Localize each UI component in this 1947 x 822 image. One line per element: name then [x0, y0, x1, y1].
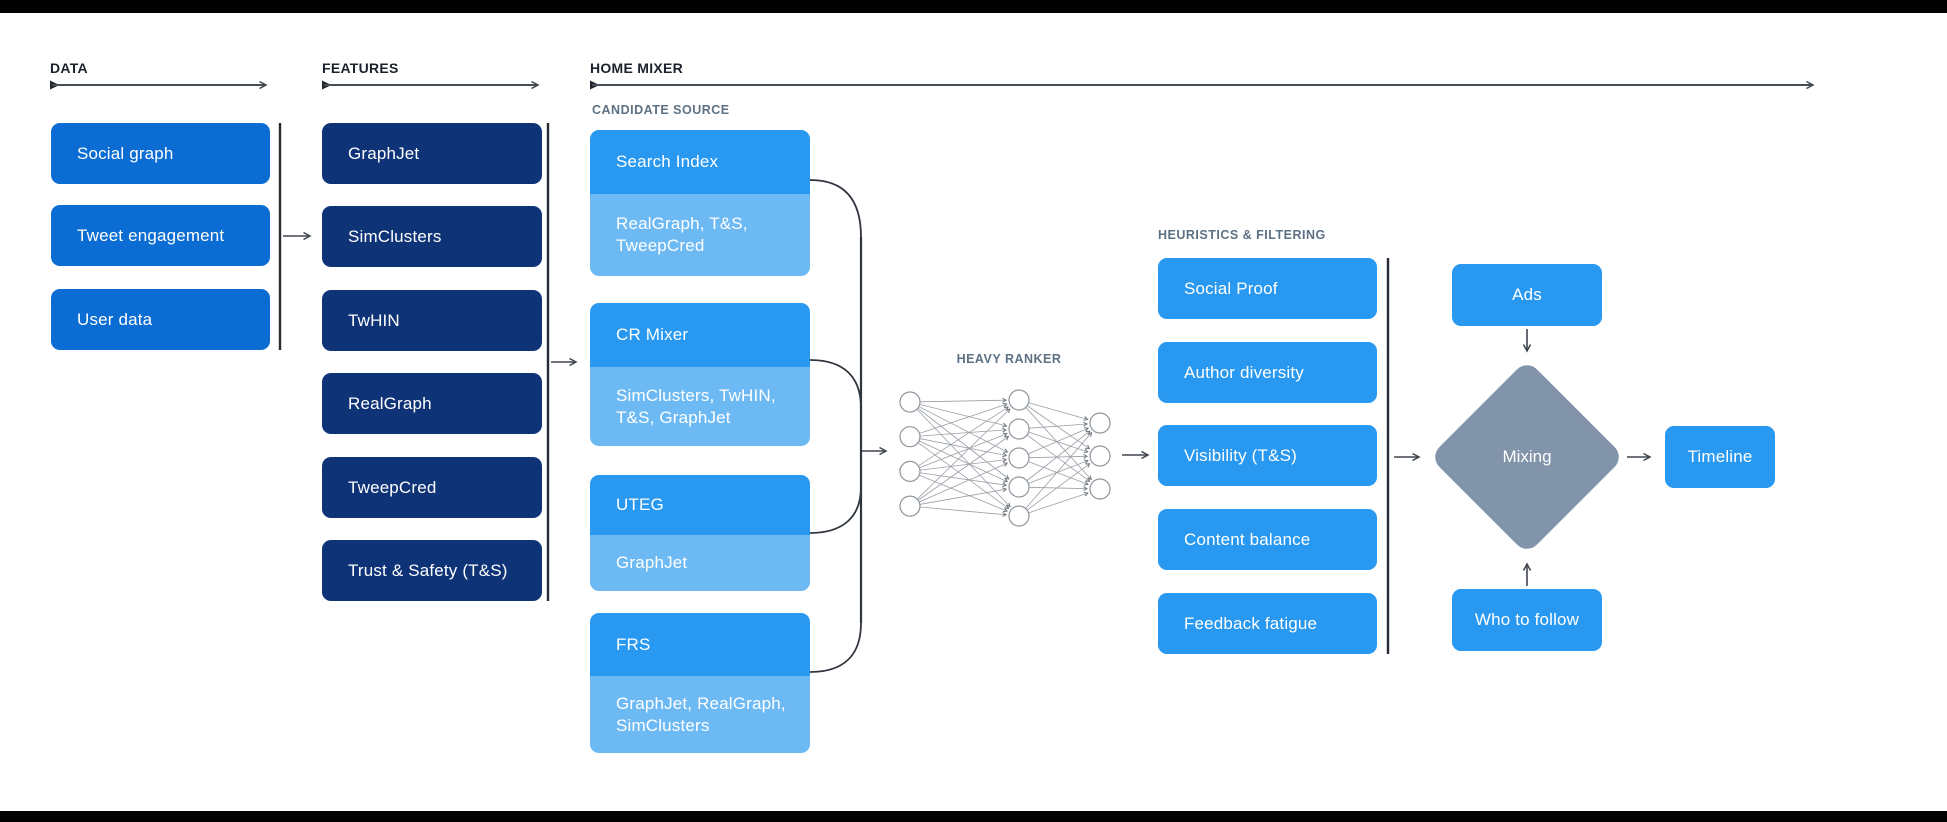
candidate-group-search-index: Search Index RealGraph, T&S, TweepCred [590, 130, 810, 276]
network-node [899, 460, 921, 482]
network-node [1008, 447, 1030, 469]
candidate-merge-connectors [809, 179, 863, 673]
box-timeline: Timeline [1665, 426, 1775, 488]
network-node [899, 391, 921, 413]
box-visibility: Visibility (T&S) [1158, 425, 1377, 486]
candidate-sources-search-index: RealGraph, T&S, TweepCred [590, 194, 810, 276]
box-trust-safety: Trust & Safety (T&S) [322, 540, 542, 601]
candidate-sources-uteg: GraphJet [590, 535, 810, 591]
label-candidate-source: CANDIDATE SOURCE [592, 103, 730, 117]
heavy-ranker-network [899, 389, 1111, 527]
label-heavy-ranker: HEAVY RANKER [956, 352, 1062, 366]
candidate-name-cr-mixer: CR Mixer [590, 303, 810, 367]
box-ads: Ads [1452, 264, 1602, 326]
candidate-group-frs: FRS GraphJet, RealGraph, SimClusters [590, 613, 810, 753]
network-node [899, 426, 921, 448]
box-content-balance: Content balance [1158, 509, 1377, 570]
box-realgraph: RealGraph [322, 373, 542, 434]
network-node [1008, 389, 1030, 411]
top-letterbox-bar [0, 0, 1947, 13]
box-author-diversity: Author diversity [1158, 342, 1377, 403]
section-label-home-mixer: HOME MIXER [590, 60, 684, 76]
box-tweepcred: TweepCred [322, 457, 542, 518]
candidate-sources-cr-mixer: SimClusters, TwHIN, T&S, GraphJet [590, 367, 810, 446]
candidate-group-cr-mixer: CR Mixer SimClusters, TwHIN, T&S, GraphJ… [590, 303, 810, 446]
network-node [899, 495, 921, 517]
section-label-features: FEATURES [322, 60, 399, 76]
box-feedback-fatigue: Feedback fatigue [1158, 593, 1377, 654]
box-twhin: TwHIN [322, 290, 542, 351]
network-node [1008, 418, 1030, 440]
candidate-sources-frs: GraphJet, RealGraph, SimClusters [590, 676, 810, 753]
box-social-graph: Social graph [51, 123, 270, 184]
candidate-name-frs: FRS [590, 613, 810, 676]
header-arrow-features [322, 80, 540, 90]
section-label-data: DATA [50, 60, 88, 76]
network-node [1089, 445, 1111, 467]
candidate-name-uteg: UTEG [590, 475, 810, 535]
network-node [1008, 505, 1030, 527]
candidate-group-uteg: UTEG GraphJet [590, 475, 810, 591]
box-graphjet: GraphJet [322, 123, 542, 184]
mixing-diamond-label: Mixing [1502, 447, 1552, 466]
box-simclusters: SimClusters [322, 206, 542, 267]
box-who-to-follow: Who to follow [1452, 589, 1602, 651]
network-node [1089, 478, 1111, 500]
box-social-proof: Social Proof [1158, 258, 1377, 319]
header-arrow-home-mixer [590, 80, 1815, 90]
box-tweet-engagement: Tweet engagement [51, 205, 270, 266]
label-heuristics-filtering: HEURISTICS & FILTERING [1158, 228, 1326, 242]
candidate-name-search-index: Search Index [590, 130, 810, 194]
box-user-data: User data [51, 289, 270, 350]
network-node [1008, 476, 1030, 498]
bottom-letterbox-bar [0, 811, 1947, 822]
header-arrow-data [50, 80, 268, 90]
network-node [1089, 412, 1111, 434]
